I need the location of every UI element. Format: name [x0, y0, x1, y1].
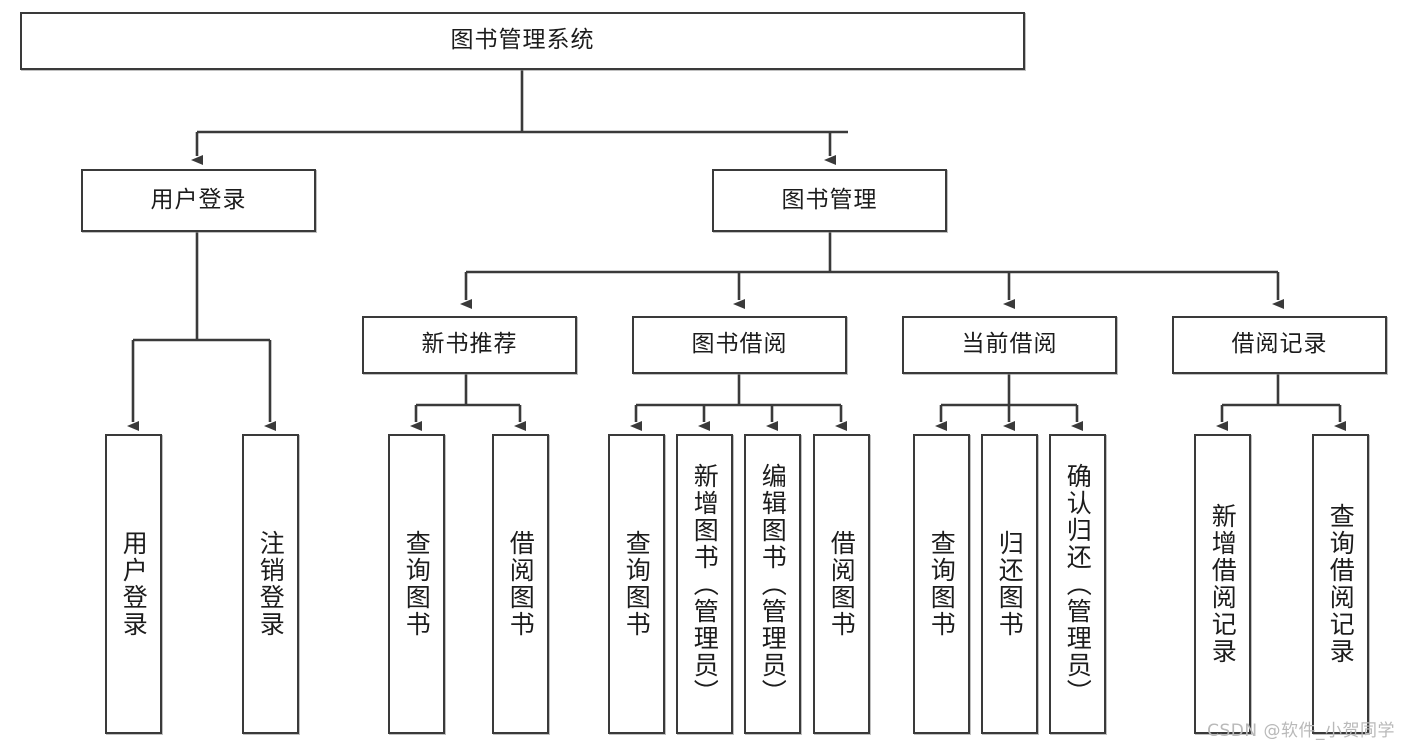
leaf-add-book-admin[interactable]: 新增图书（管理员） [676, 434, 733, 734]
watermark-text: CSDN @软件_小贺同学 [1207, 721, 1395, 741]
leaf-query-book-borrow[interactable]: 查询图书 [608, 434, 665, 734]
node-label: 借阅记录 [1231, 331, 1328, 358]
node-label: 查询图书 [622, 530, 652, 638]
node-label: 图书管理系统 [450, 27, 595, 54]
node-borrow-record[interactable]: 借阅记录 [1172, 316, 1387, 374]
node-new-book-recommend[interactable]: 新书推荐 [362, 316, 577, 374]
node-label: 图书借阅 [691, 331, 788, 358]
leaf-borrow-book[interactable]: 借阅图书 [813, 434, 870, 734]
leaf-return-book[interactable]: 归还图书 [981, 434, 1038, 734]
node-root-system[interactable]: 图书管理系统 [20, 12, 1025, 70]
leaf-logout[interactable]: 注销登录 [242, 434, 299, 734]
node-book-borrow[interactable]: 图书借阅 [632, 316, 847, 374]
node-label: 新增借阅记录 [1208, 503, 1238, 665]
node-label: 新增图书（管理员） [690, 462, 720, 706]
node-label: 编辑图书（管理员） [758, 462, 788, 706]
leaf-query-book-current[interactable]: 查询图书 [913, 434, 970, 734]
node-label: 当前借阅 [961, 331, 1058, 358]
leaf-query-book-recommend[interactable]: 查询图书 [388, 434, 445, 734]
leaf-add-borrow-record[interactable]: 新增借阅记录 [1194, 434, 1251, 734]
node-book-management[interactable]: 图书管理 [712, 169, 947, 232]
node-label: 新书推荐 [421, 331, 518, 358]
node-label: 用户登录 [119, 530, 149, 638]
node-label: 查询借阅记录 [1326, 503, 1356, 665]
leaf-query-borrow-record[interactable]: 查询借阅记录 [1312, 434, 1369, 734]
node-label: 用户登录 [150, 186, 247, 213]
leaf-user-login[interactable]: 用户登录 [105, 434, 162, 734]
leaf-edit-book-admin[interactable]: 编辑图书（管理员） [744, 434, 801, 734]
leaf-borrow-book-recommend[interactable]: 借阅图书 [492, 434, 549, 734]
node-user-login[interactable]: 用户登录 [81, 169, 316, 232]
leaf-confirm-return-admin[interactable]: 确认归还（管理员） [1049, 434, 1106, 734]
node-label: 注销登录 [256, 530, 286, 638]
node-current-borrow[interactable]: 当前借阅 [902, 316, 1117, 374]
node-label: 借阅图书 [827, 530, 857, 638]
node-label: 图书管理 [781, 186, 878, 213]
node-label: 确认归还（管理员） [1063, 462, 1093, 706]
node-label: 查询图书 [927, 530, 957, 638]
node-label: 借阅图书 [506, 530, 536, 638]
node-label: 归还图书 [995, 530, 1025, 638]
node-label: 查询图书 [402, 530, 432, 638]
